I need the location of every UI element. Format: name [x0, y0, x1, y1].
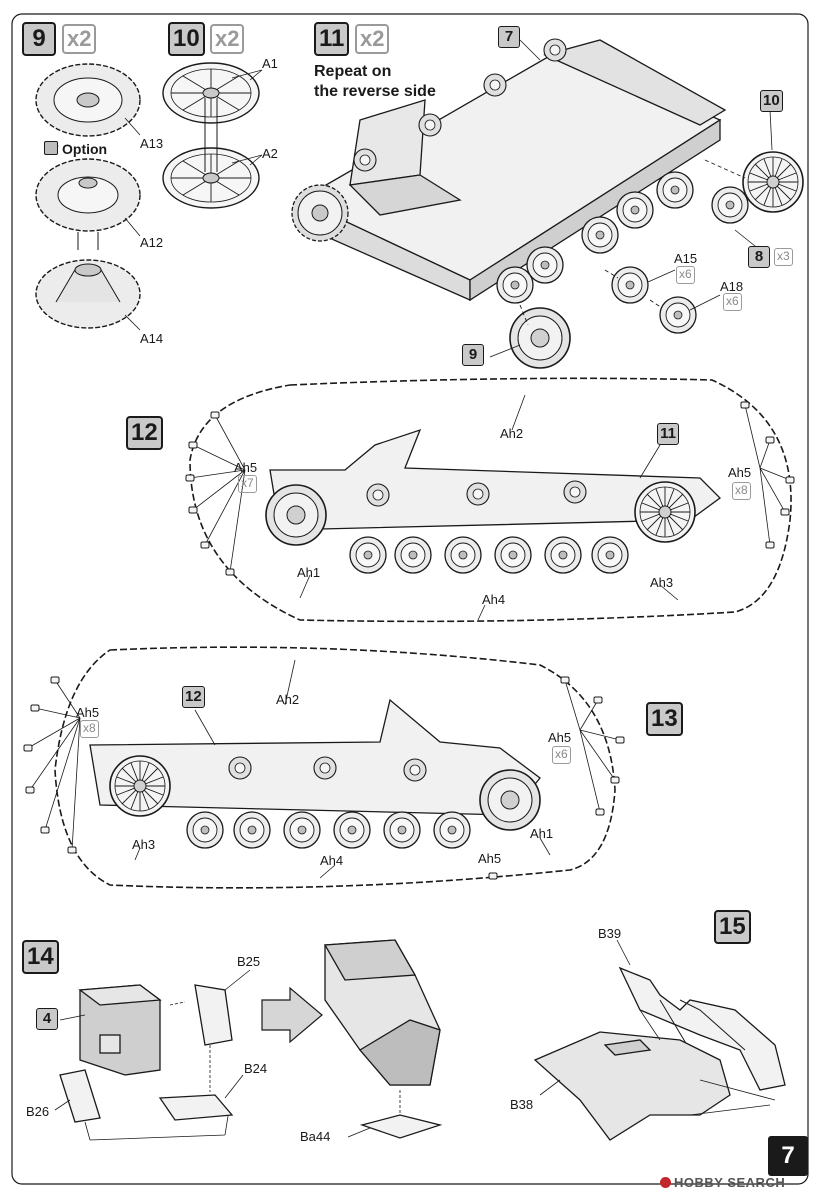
step-10-badge: 10	[168, 22, 205, 56]
repeat-note-line2: the reverse side	[314, 83, 436, 100]
track-label-ah1: Ah1	[297, 565, 321, 580]
ref-step-8: 8	[748, 246, 770, 268]
option-label: Option	[44, 140, 107, 158]
track-label-ah5-right: Ah5	[728, 465, 752, 480]
part-label-a12: A12	[140, 235, 164, 250]
track-ah5-left-multiplier: x7	[238, 475, 257, 493]
ref-step-12: 12	[182, 686, 205, 708]
part-label-a2: A2	[262, 146, 278, 161]
track-label-ah5-left: Ah5	[234, 460, 258, 475]
track-ah5-right-multiplier: x8	[732, 482, 751, 500]
track-ah5-right-multiplier: x6	[552, 746, 571, 764]
part-a18-multiplier: x6	[723, 293, 742, 311]
part-label-b38: B38	[510, 1097, 534, 1112]
step-15-badge: 15	[714, 910, 751, 944]
part-label-a1: A1	[262, 56, 278, 71]
part-label-b24: B24	[244, 1061, 268, 1076]
track-label-ah3: Ah3	[132, 837, 156, 852]
ref-step-8-multiplier: x3	[774, 248, 793, 266]
track-label-ah2: Ah2	[276, 692, 300, 707]
step-11-multiplier: x2	[355, 24, 390, 54]
step-11-badge: 11	[314, 22, 350, 56]
part-label-a15: A15	[674, 251, 698, 266]
step-13-badge: 13	[646, 702, 683, 736]
option-text: Option	[62, 141, 108, 157]
part-label-ba44: Ba44	[300, 1129, 331, 1144]
watermark: HOBBY SEARCH	[660, 1175, 785, 1190]
step-14-badge: 14	[22, 940, 59, 974]
step-10-multiplier: x2	[210, 24, 245, 54]
track-label-ah3: Ah3	[650, 575, 674, 590]
part-label-b39: B39	[598, 926, 622, 941]
ref-step-4: 4	[36, 1008, 58, 1030]
ref-step-9: 9	[462, 344, 484, 366]
part-a15-multiplier: x6	[676, 266, 695, 284]
track-label-ah5-bottom: Ah5	[478, 851, 502, 866]
repeat-note-line1: Repeat on	[314, 63, 392, 80]
page-number: 7	[768, 1136, 808, 1176]
track-label-ah1: Ah1	[530, 826, 554, 841]
track-label-ah5-right: Ah5	[548, 730, 572, 745]
part-label-a18: A18	[720, 279, 744, 294]
track-label-ah5-left: Ah5	[76, 705, 100, 720]
step-12-badge: 12	[126, 416, 163, 450]
ref-step-10: 10	[760, 90, 783, 112]
track-label-ah2: Ah2	[500, 426, 524, 441]
part-label-a13: A13	[140, 136, 164, 151]
step-9-multiplier: x2	[62, 24, 97, 54]
watermark-text: HOBBY SEARCH	[674, 1175, 786, 1190]
option-icon	[44, 141, 58, 155]
part-label-b25: B25	[237, 954, 261, 969]
part-label-b26: B26	[26, 1104, 50, 1119]
track-label-ah4: Ah4	[482, 592, 506, 607]
track-ah5-left-multiplier: x8	[80, 720, 99, 738]
watermark-logo-icon	[660, 1177, 671, 1188]
part-label-a14: A14	[140, 331, 164, 346]
track-label-ah4: Ah4	[320, 853, 344, 868]
ref-step-7: 7	[498, 26, 520, 48]
step-9-badge: 9	[22, 22, 56, 56]
ref-step-11: 11	[657, 423, 679, 445]
